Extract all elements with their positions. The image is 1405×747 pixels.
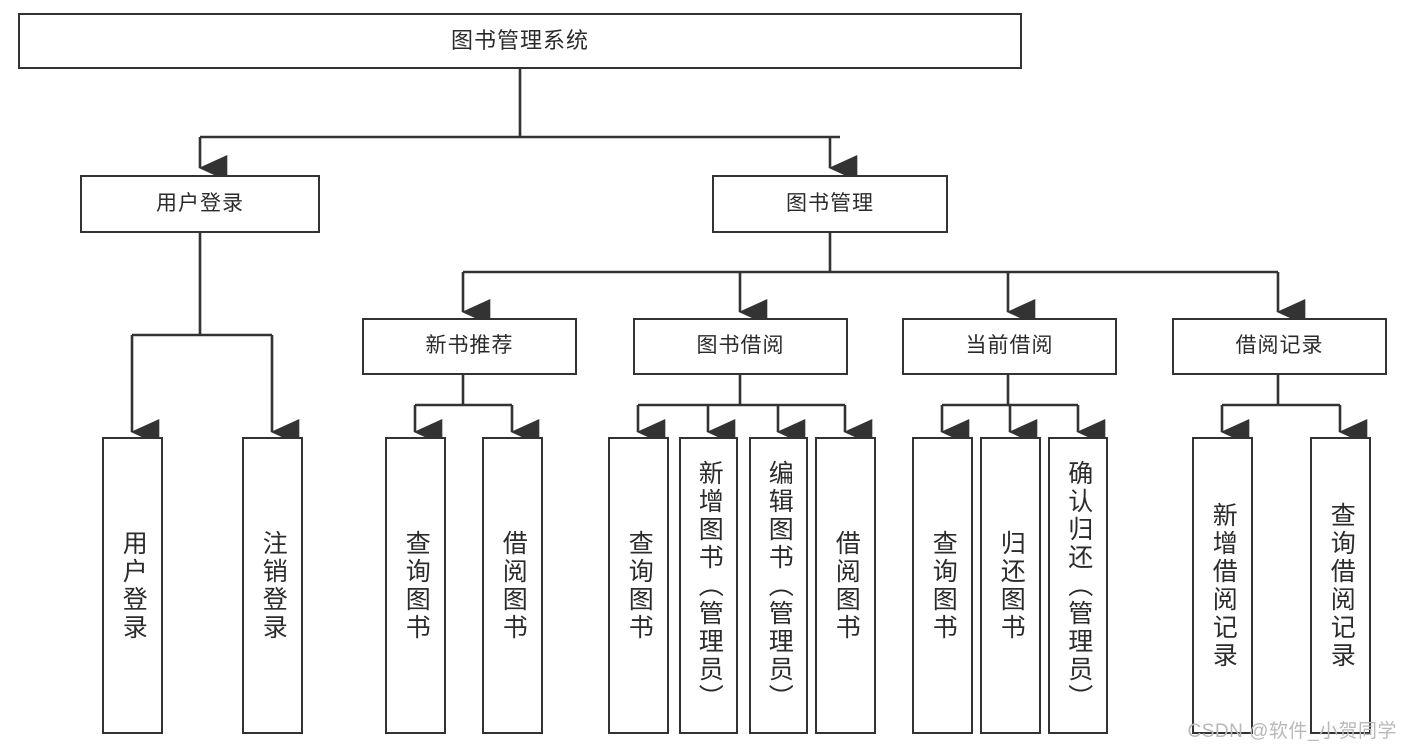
node-leaf-return-book-label: 归还图书 — [997, 529, 1026, 642]
node-leaf-user-login-label: 用户登录 — [119, 529, 148, 642]
node-leaf-logout[interactable]: 注销登录 — [242, 437, 303, 734]
node-borrow-record[interactable]: 借阅记录 — [1172, 318, 1387, 375]
node-root-label: 图书管理系统 — [450, 28, 589, 54]
node-leaf-query-book-1[interactable]: 查询图书 — [385, 437, 446, 734]
node-leaf-query-book-1-label: 查询图书 — [402, 529, 431, 642]
node-leaf-return-book[interactable]: 归还图书 — [980, 437, 1041, 734]
node-leaf-query-book-2[interactable]: 查询图书 — [608, 437, 669, 734]
node-book-borrow[interactable]: 图书借阅 — [633, 318, 848, 375]
node-book-manage[interactable]: 图书管理 — [712, 175, 948, 233]
node-leaf-add-record[interactable]: 新增借阅记录 — [1192, 437, 1253, 734]
node-book-manage-label: 图书管理 — [786, 191, 874, 215]
node-leaf-add-book-label: 新增图书（管理员） — [695, 459, 724, 712]
node-leaf-borrow-book-1[interactable]: 借阅图书 — [482, 437, 543, 734]
node-leaf-add-book[interactable]: 新增图书（管理员） — [679, 437, 738, 734]
node-leaf-query-record-label: 查询借阅记录 — [1327, 501, 1356, 670]
node-leaf-confirm-return[interactable]: 确认归还（管理员） — [1048, 437, 1108, 734]
node-leaf-borrow-book-2-label: 借阅图书 — [832, 529, 861, 642]
node-leaf-add-record-label: 新增借阅记录 — [1209, 501, 1238, 670]
node-leaf-query-book-3[interactable]: 查询图书 — [912, 437, 973, 734]
node-leaf-confirm-return-label: 确认归还（管理员） — [1064, 459, 1093, 712]
node-borrow-record-label: 借阅记录 — [1235, 334, 1324, 358]
node-current-borrow-label: 当前借阅 — [965, 334, 1054, 358]
node-leaf-logout-label: 注销登录 — [259, 529, 288, 642]
node-user-login-label: 用户登录 — [156, 191, 244, 215]
node-leaf-borrow-book-1-label: 借阅图书 — [499, 529, 528, 642]
node-leaf-query-record[interactable]: 查询借阅记录 — [1310, 437, 1371, 734]
node-book-borrow-label: 图书借阅 — [696, 334, 785, 358]
node-leaf-query-book-3-label: 查询图书 — [929, 529, 958, 642]
node-new-book-rec-label: 新书推荐 — [425, 334, 514, 358]
watermark: CSDN @软件_小贺同学 — [1187, 721, 1397, 742]
node-leaf-user-login[interactable]: 用户登录 — [102, 437, 163, 734]
node-leaf-edit-book-label: 编辑图书（管理员） — [765, 459, 794, 712]
node-root[interactable]: 图书管理系统 — [18, 13, 1022, 69]
node-leaf-edit-book[interactable]: 编辑图书（管理员） — [749, 437, 808, 734]
node-new-book-rec[interactable]: 新书推荐 — [362, 318, 577, 375]
node-leaf-borrow-book-2[interactable]: 借阅图书 — [815, 437, 876, 734]
node-user-login[interactable]: 用户登录 — [80, 175, 320, 233]
node-current-borrow[interactable]: 当前借阅 — [902, 318, 1117, 375]
node-leaf-query-book-2-label: 查询图书 — [625, 529, 654, 642]
